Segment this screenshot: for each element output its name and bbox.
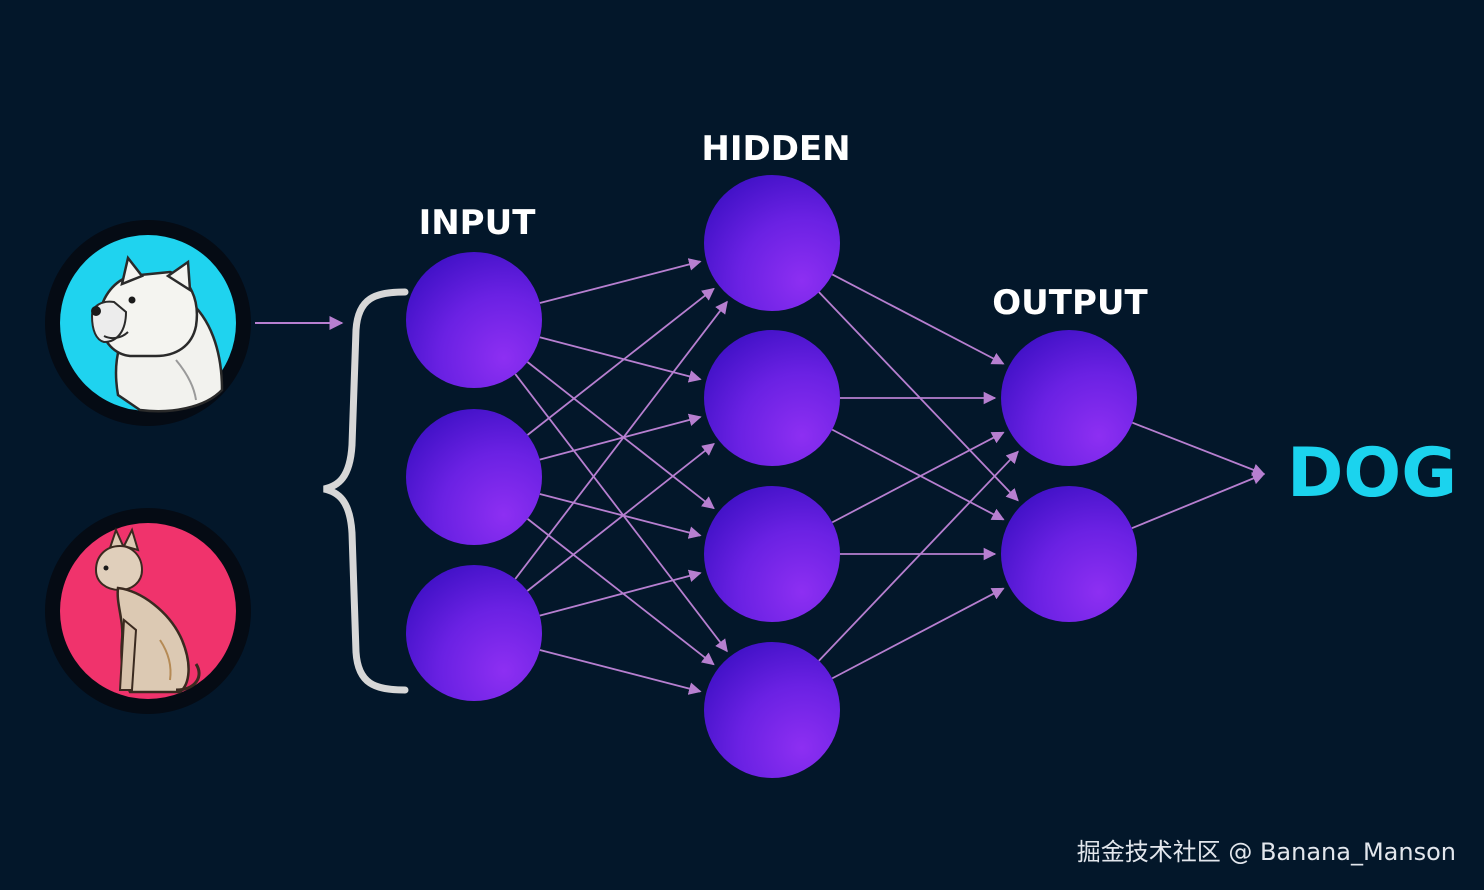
hidden-node-2: [704, 330, 840, 466]
connection-hidden-3-to-0: [818, 450, 1019, 662]
hidden-node-4: [704, 642, 840, 778]
connection-input-0-to-2: [526, 361, 715, 510]
output-node-2: [1001, 486, 1137, 622]
connection-input-0-to-1: [539, 336, 702, 383]
connection-hidden-0-to-1: [818, 291, 1019, 502]
connection-input-2-to-1: [526, 443, 715, 592]
result-arrow-0: [1132, 421, 1266, 476]
connection-input-1-to-1: [539, 413, 702, 461]
connection-hidden-2-to-0: [831, 431, 1005, 524]
connection-input-1-to-0: [526, 287, 715, 436]
input-layer-label: INPUT: [419, 203, 537, 243]
input-node-3: [406, 565, 542, 701]
connection-input-0-to-3: [514, 373, 728, 653]
cat-icon: [94, 527, 201, 694]
nodes: [406, 175, 1137, 778]
connection-input-1-to-2: [539, 493, 702, 539]
output-node-1: [1001, 330, 1137, 466]
dog-icon: [90, 255, 224, 413]
connection-input-2-to-3: [539, 649, 702, 695]
connections: [514, 258, 1266, 695]
connection-hidden-0-to-0: [831, 273, 1005, 365]
cat-image: [45, 508, 251, 714]
watermark: 掘金技术社区 @ Banana_Manson: [1077, 838, 1456, 866]
hidden-node-3: [704, 486, 840, 622]
connection-hidden-3-to-1: [831, 587, 1005, 680]
hidden-node-1: [704, 175, 840, 311]
result-label: DOG: [1287, 434, 1457, 513]
input-brace: [323, 288, 409, 694]
dog-image: [45, 220, 251, 426]
input-node-2: [406, 409, 542, 545]
connection-input-2-to-2: [539, 569, 702, 617]
connection-hidden-1-to-1: [831, 428, 1005, 521]
connection-input-2-to-0: [514, 300, 728, 580]
hidden-layer-label: HIDDEN: [701, 129, 850, 169]
output-layer-label: OUTPUT: [992, 283, 1148, 323]
result-arrow-1: [1131, 472, 1266, 530]
connection-input-1-to-3: [527, 518, 715, 666]
connection-input-0-to-0: [539, 258, 702, 304]
input-node-1: [406, 252, 542, 388]
